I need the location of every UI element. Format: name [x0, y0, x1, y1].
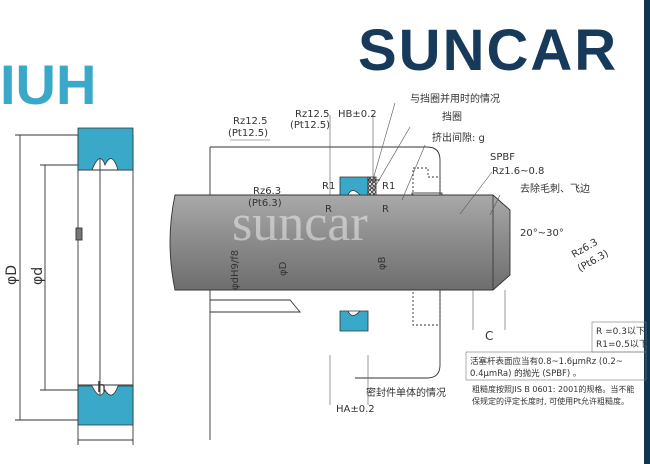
dh9-label: φdH9/f8 — [230, 250, 241, 290]
backup-ring — [367, 176, 377, 196]
suncar-logo: SUNCAR — [358, 18, 618, 83]
ha-label: HA±0.2 — [336, 404, 375, 415]
inner-dia-label: φd — [30, 267, 46, 285]
rz63-label-a: Rz6.3 — [253, 186, 281, 197]
seal-only-label: 密封件单体的情况 — [366, 386, 446, 399]
r-limit-note: R =0.3以下 — [596, 327, 645, 337]
surface-note-1: 活塞杆表面应当有0.8~1.6μmRz (0.2~ — [470, 356, 623, 367]
dB-label: φB — [377, 256, 388, 270]
product-code: IUH — [0, 53, 96, 116]
dD-label: φD — [278, 261, 289, 276]
notes: R =0.3以下 R1=0.5以下 活塞杆表面应当有0.8~1.6μmRz (0… — [465, 321, 648, 406]
pt125-label-a: (Pt12.5) — [228, 128, 268, 139]
outer-dia-label: φD — [4, 265, 20, 285]
r-left-label: R — [325, 204, 332, 215]
rz16-label: Rz1.6~0.8 — [492, 166, 544, 177]
seal-profile-bottom — [77, 385, 134, 426]
jis-note-1: 粗糙度按照JIS B 0601: 2001的规格。当不能 — [472, 384, 634, 394]
surface-note-2: 0.4μmRa) 的抛光 (SPBF) 。 — [470, 368, 581, 379]
with-backup-label: 与挡圈并用时的情况 — [410, 92, 500, 105]
deburr-label: 去除毛刺、飞边 — [520, 182, 590, 195]
c-label: C — [485, 329, 493, 343]
r1-limit-note: R1=0.5以下 — [596, 340, 648, 350]
seal-profile-top — [77, 127, 134, 171]
r1-right-label: R1 — [382, 181, 395, 192]
r1-left-label: R1 — [322, 181, 335, 192]
extrusion-gap-label: 挤出间隙: g — [432, 131, 485, 144]
seal-groove-bottom — [339, 310, 369, 332]
chamfer-angle-label: 20°~30° — [520, 228, 564, 239]
watermark: suncar — [232, 195, 368, 252]
backup-ring-label: 挡圈 — [442, 110, 462, 123]
pt63-label-a: (Pt6.3) — [248, 198, 282, 209]
pt125-label-b: (Pt12.5) — [290, 120, 330, 131]
height-label: h — [97, 380, 106, 396]
spbf-label: SPBF — [490, 152, 515, 163]
rz125-label-b: Rz12.5 — [295, 109, 329, 120]
jis-note-2: 保规定的评定长度时, 可使用Pt允许粗糙度。 — [472, 396, 629, 406]
hb-label: HB±0.2 — [338, 109, 377, 120]
right-border — [644, 0, 650, 464]
rz125-label-a: Rz12.5 — [233, 116, 267, 127]
r-right-label: R — [382, 204, 389, 215]
shaft — [169, 194, 511, 291]
seal-groove-top — [339, 176, 369, 196]
